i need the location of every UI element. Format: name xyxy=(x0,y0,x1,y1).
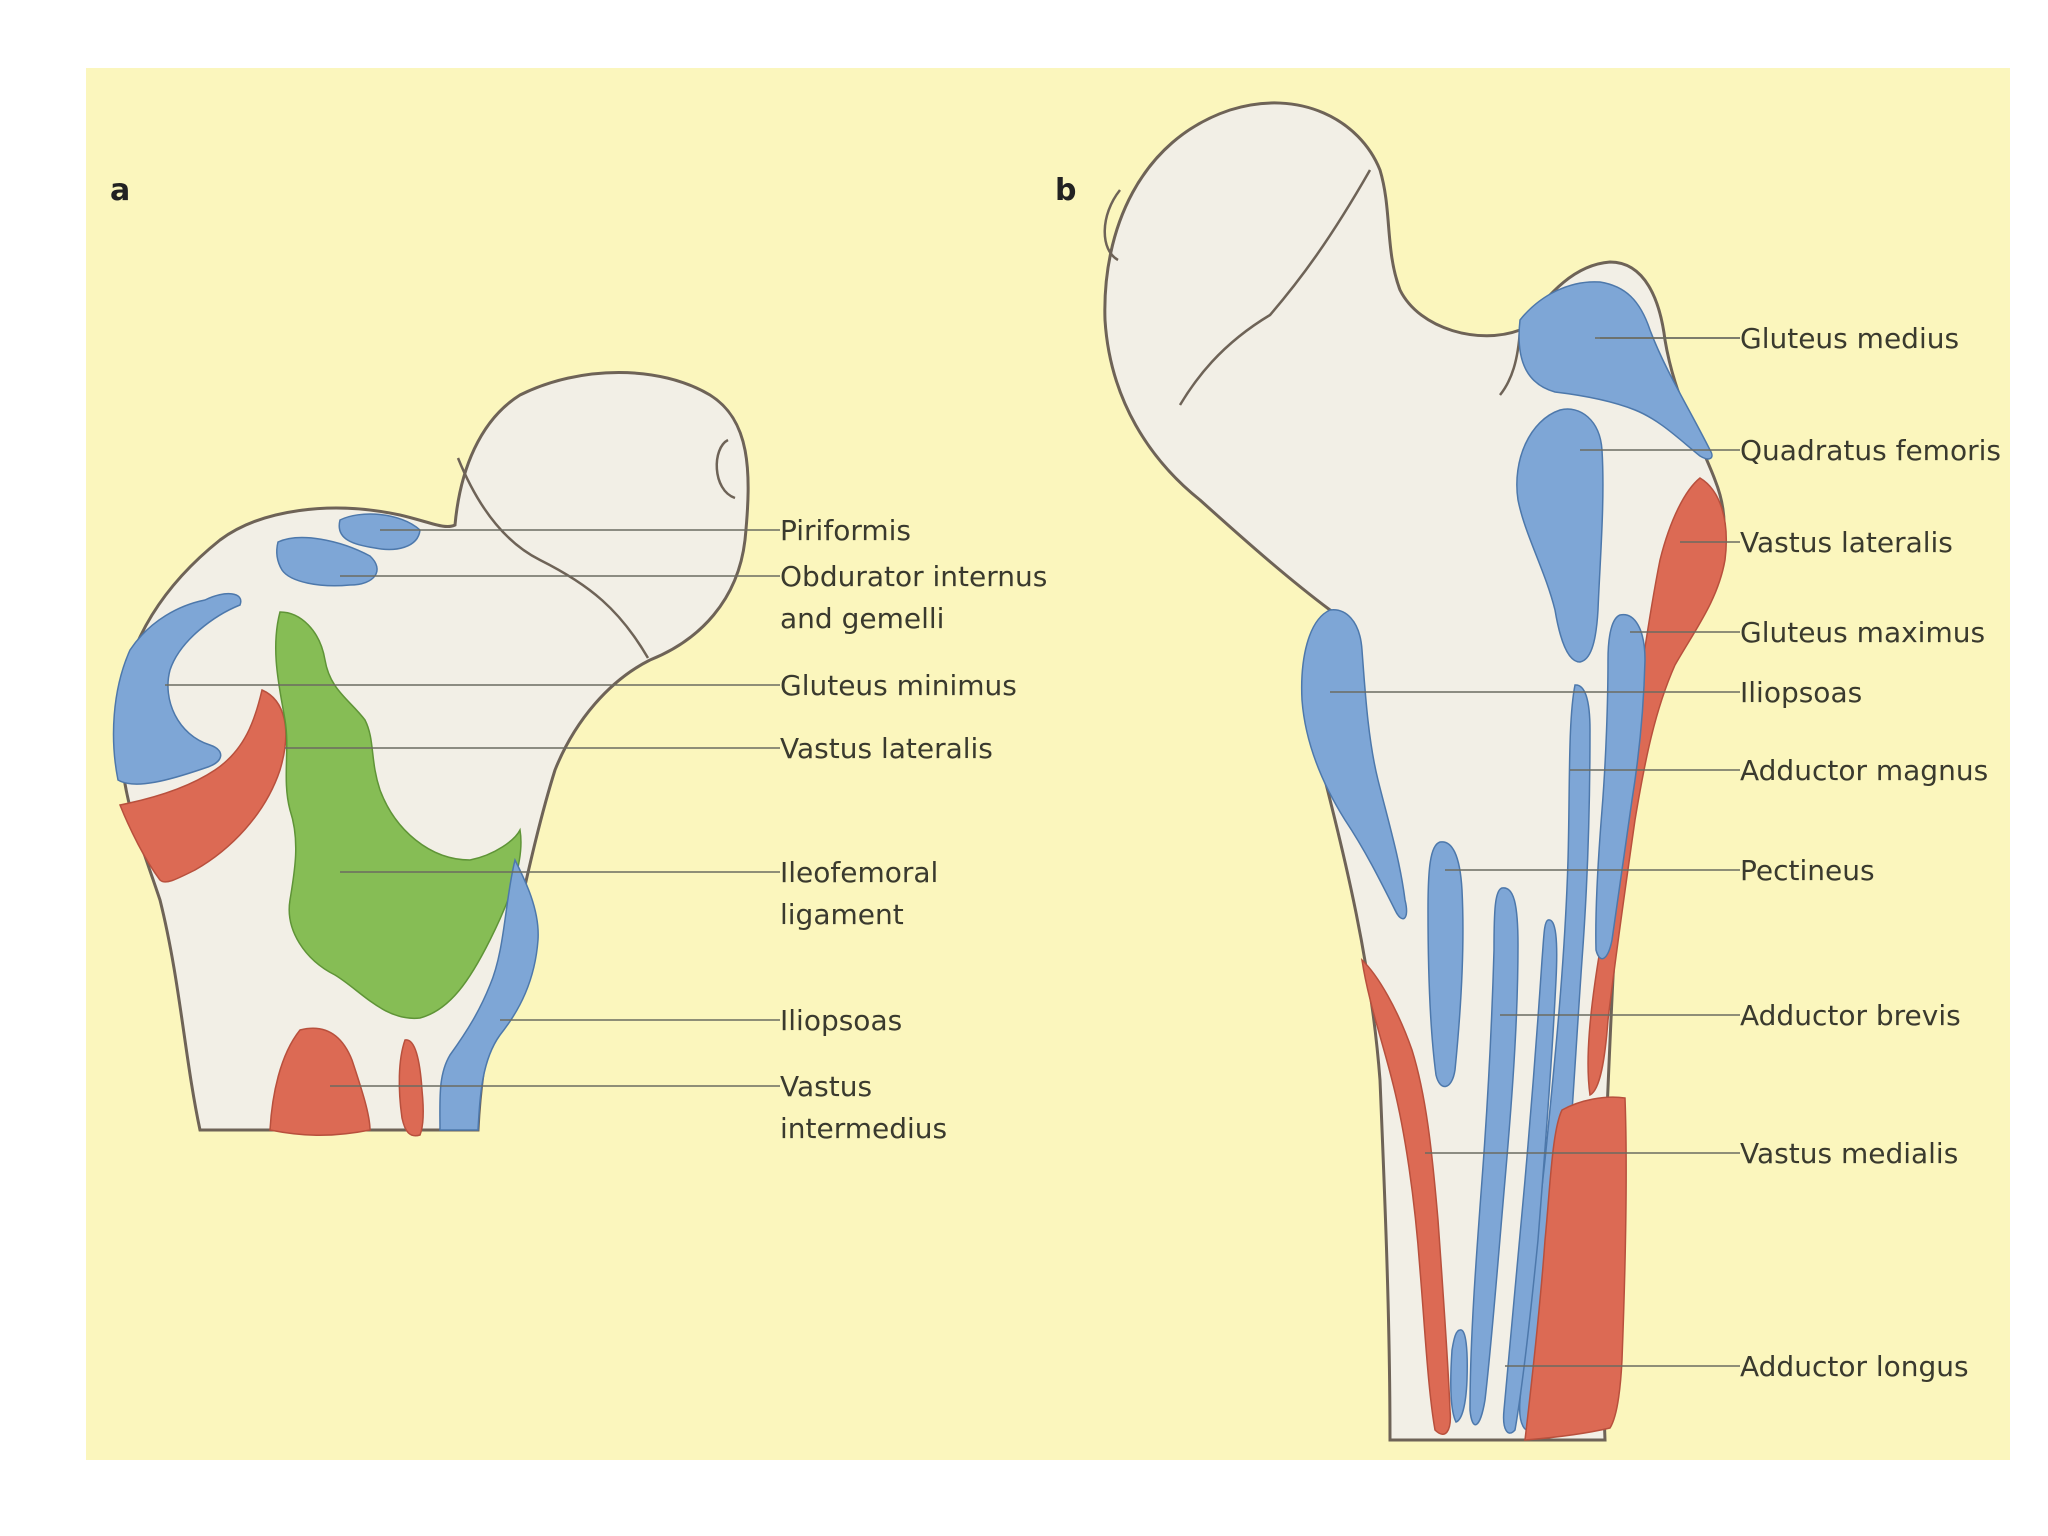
label-gluteus-minimus-a: Gluteus minimus xyxy=(780,669,1017,702)
label-adductor-magnus-b: Adductor magnus xyxy=(1740,754,1988,787)
obdurator-attachment-a xyxy=(276,536,378,587)
label-adductor-longus-b: Adductor longus xyxy=(1740,1350,1969,1383)
label-iliopsoas-a: Iliopsoas xyxy=(780,1004,902,1037)
piriformis-attachment-a xyxy=(338,513,421,551)
panel-a-letter: a xyxy=(110,173,130,208)
panel-b: b Gluteus medius Quadra xyxy=(1055,101,2001,1442)
label-pectineus-b: Pectineus xyxy=(1740,854,1875,887)
panel-a: a Piriformis Obdurator internus and geme… xyxy=(110,173,1047,1145)
quadratus-femoris-attachment-b xyxy=(1516,408,1604,663)
label-obdurator-a-line1: Obdurator internus xyxy=(780,560,1047,593)
adductor-longus-strip-b xyxy=(1450,1329,1468,1423)
label-obdurator-a-line2: and gemelli xyxy=(780,602,944,635)
label-vastus-medialis-b: Vastus medialis xyxy=(1740,1137,1958,1170)
vastus-lateralis-attachment-a xyxy=(118,688,287,883)
iliopsoas-attachment-b xyxy=(1300,609,1408,920)
ileofemoral-ligament-a xyxy=(275,611,522,1019)
label-ileofemoral-a-line2: ligament xyxy=(780,898,904,931)
iliopsoas-attachment-a xyxy=(439,857,539,1131)
adductor-longus-attachment-b xyxy=(1524,1096,1627,1441)
vastus-intermedius-attachment-a xyxy=(269,1027,371,1137)
label-piriformis-a: Piriformis xyxy=(780,514,911,547)
panel-b-letter: b xyxy=(1055,173,1076,208)
label-vastus-intermedius-a-line2: intermedius xyxy=(780,1112,947,1145)
label-gluteus-maximus-b: Gluteus maximus xyxy=(1740,616,1985,649)
pectineus-attachment-b xyxy=(1427,841,1464,1088)
gluteus-minimus-attachment-a xyxy=(112,593,242,785)
label-adductor-brevis-b: Adductor brevis xyxy=(1740,999,1961,1032)
label-vastus-lateralis-a: Vastus lateralis xyxy=(780,732,993,765)
label-vastus-lateralis-b: Vastus lateralis xyxy=(1740,526,1953,559)
label-ileofemoral-a-line1: Ileofemoral xyxy=(780,856,938,889)
label-gluteus-medius-b: Gluteus medius xyxy=(1740,322,1959,355)
vastus-intermedius-strip-a xyxy=(398,1039,425,1137)
adductor-brevis-attachment-b xyxy=(1469,887,1519,1426)
gluteus-medius-attachment-b xyxy=(1518,281,1713,460)
label-iliopsoas-b: Iliopsoas xyxy=(1740,676,1862,709)
gluteus-maximus-attachment-b xyxy=(1595,614,1646,960)
adductor-brevis-lateral-strip-b xyxy=(1502,919,1558,1434)
label-vastus-intermedius-a-line1: Vastus xyxy=(780,1070,872,1103)
label-quadratus-femoris-b: Quadratus femoris xyxy=(1740,434,2001,467)
vastus-medialis-attachment-b xyxy=(1360,957,1452,1435)
